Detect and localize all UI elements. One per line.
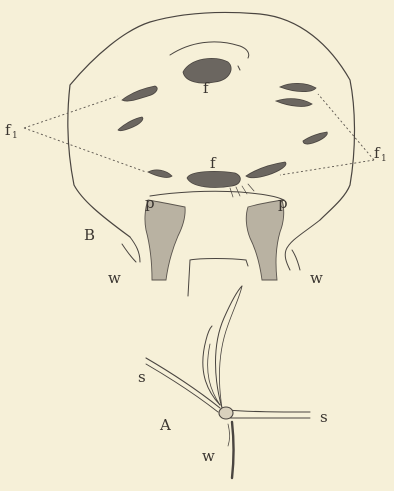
small-mark	[238, 66, 240, 70]
label-w-bottom: w	[202, 447, 215, 465]
label-p-left: p	[145, 194, 155, 212]
label-f1-right-sub: 1	[381, 154, 387, 164]
mouth-line	[190, 259, 246, 261]
joint-circle	[219, 407, 233, 419]
arm-s-right	[228, 410, 310, 412]
drawing-b	[24, 13, 374, 296]
right-limb-line	[285, 220, 320, 270]
arm-s-left-2	[146, 364, 218, 412]
label-f-center: f	[210, 154, 217, 172]
label-w-right: w	[310, 269, 323, 287]
bristle-long	[216, 286, 243, 408]
limb-base-right	[246, 200, 283, 280]
bristle-short-inner	[208, 344, 220, 405]
label-w-left: w	[108, 269, 121, 287]
organ-f1-right-1	[280, 83, 316, 91]
body-outline	[68, 13, 355, 237]
organ-f-center	[187, 171, 240, 187]
organ-f1-left-mid	[118, 117, 143, 131]
left-limb-line	[130, 237, 140, 262]
label-s-left: s	[138, 368, 146, 386]
arm-s-left	[146, 358, 220, 408]
label-f1-left: f	[5, 121, 12, 139]
labels: f f f 1 f 1 p p B w w s s A w	[5, 79, 387, 465]
label-B: B	[84, 226, 95, 244]
organ-f1-left-upper	[122, 86, 157, 101]
stem-w	[232, 422, 234, 478]
limb-w-left	[122, 244, 136, 262]
organ-f1-left-lower	[148, 170, 172, 177]
organ-f1-right-2	[276, 99, 312, 107]
mouth-right-edge	[246, 260, 248, 266]
label-A: A	[159, 416, 171, 434]
organ-f1-right-3	[303, 132, 327, 144]
label-p-right: p	[278, 194, 288, 212]
organ-f1-right-4	[246, 162, 286, 178]
mouth-left-edge	[188, 260, 190, 296]
label-s-right: s	[320, 408, 328, 426]
inner-arch	[150, 191, 284, 200]
label-f1-right: f	[374, 144, 381, 162]
stem-w-edge	[228, 424, 230, 446]
top-arc	[170, 42, 249, 58]
drawing-a	[146, 286, 310, 478]
limb-w-right	[292, 250, 300, 270]
limb-base-left	[145, 200, 185, 280]
label-f1-left-sub: 1	[12, 131, 18, 141]
